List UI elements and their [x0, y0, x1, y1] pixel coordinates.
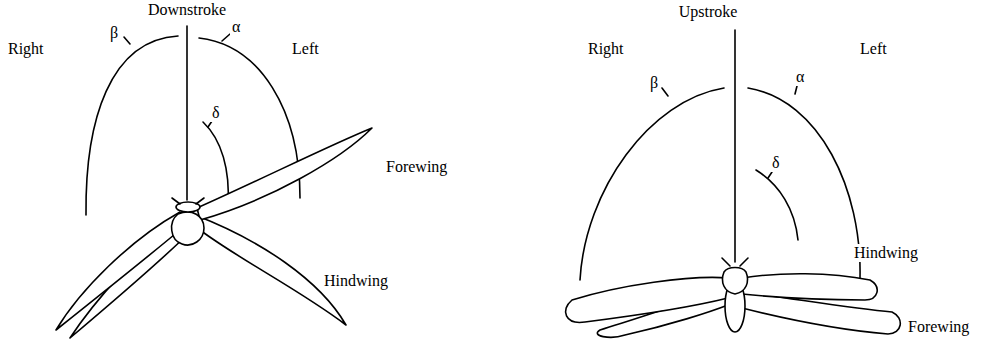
angle-label: δ — [770, 154, 782, 172]
side-label: Left — [290, 40, 321, 58]
angle-label: α — [230, 18, 242, 36]
side-label: Right — [6, 40, 46, 58]
angle-label: β — [108, 24, 120, 42]
insect-body — [566, 258, 901, 337]
angle-arc — [748, 88, 860, 278]
leader-line — [222, 34, 230, 41]
vertical-reference — [734, 30, 736, 262]
angle-label: β — [648, 74, 660, 92]
vertical-reference — [186, 26, 188, 200]
panel-title: Upstroke — [677, 3, 740, 21]
wing-label: Forewing — [384, 158, 449, 176]
leader-line — [124, 37, 130, 44]
leader-line — [662, 88, 668, 96]
insect-body — [56, 128, 372, 338]
panel-title: Downstroke — [146, 1, 228, 19]
angle-arc — [203, 122, 228, 205]
angle-label: α — [794, 68, 806, 86]
side-label: Right — [586, 40, 626, 58]
angle-arc — [86, 36, 178, 215]
angle-label: δ — [210, 104, 222, 122]
leader-line — [768, 172, 772, 178]
angle-arc — [756, 170, 798, 240]
leader-line — [795, 86, 797, 94]
wing-label: Forewing — [906, 318, 971, 336]
wing-label: Hindwing — [852, 244, 920, 262]
angle-arc — [580, 88, 724, 280]
wing-label: Hindwing — [322, 272, 390, 290]
side-label: Left — [858, 40, 889, 58]
